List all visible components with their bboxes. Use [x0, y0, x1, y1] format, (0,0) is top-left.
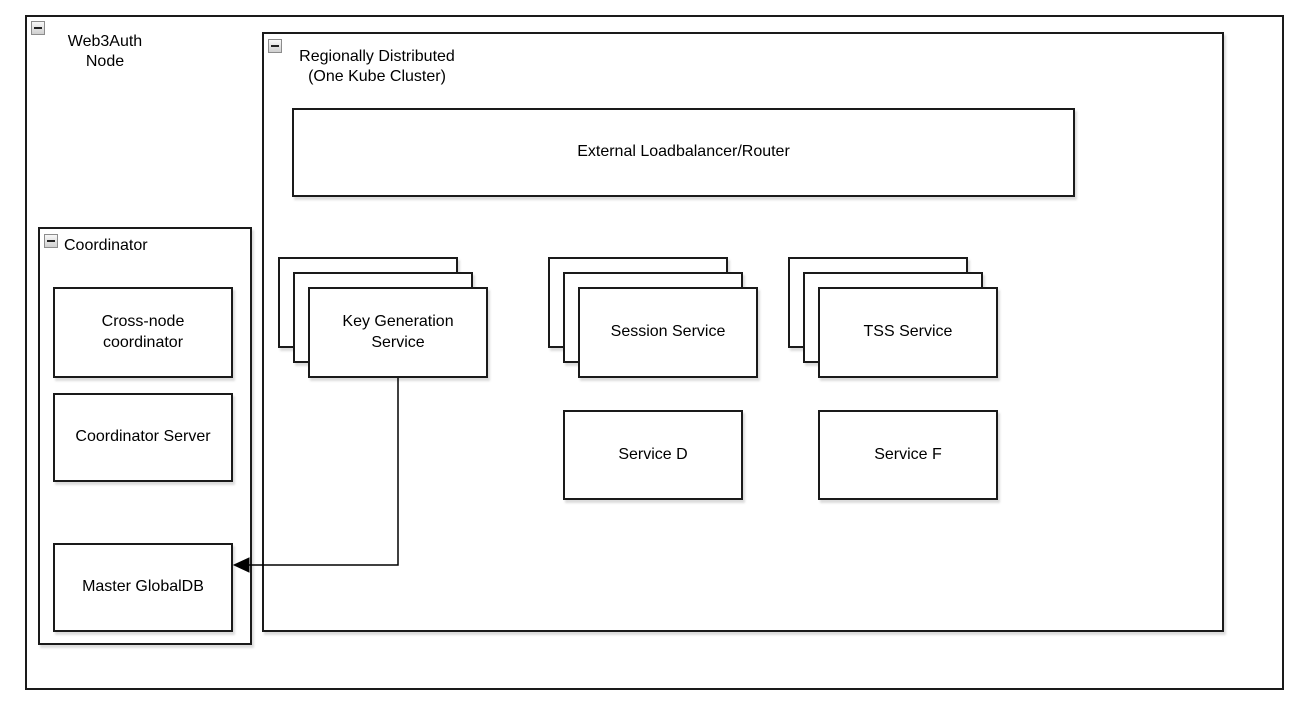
minus-glyph — [47, 240, 55, 242]
minus-icon[interactable] — [44, 234, 58, 248]
master-globaldb-box: Master GlobalDB — [53, 543, 233, 632]
minus-glyph — [34, 27, 42, 29]
service-d-box: Service D — [563, 410, 743, 500]
service-f-box: Service F — [818, 410, 998, 500]
tss-service-box: TSS Service — [818, 287, 998, 378]
web3auth-node-label: Web3Auth Node — [67, 33, 143, 70]
minus-glyph — [271, 45, 279, 47]
regionally-distributed-label: Regionally Distributed (One Kube Cluster… — [299, 48, 455, 85]
coordinator-label: Coordinator — [64, 237, 148, 254]
minus-icon[interactable] — [268, 39, 282, 53]
key-generation-service-box: Key Generation Service — [308, 287, 488, 378]
cross-node-coordinator-box: Cross-node coordinator — [53, 287, 233, 378]
minus-icon[interactable] — [31, 21, 45, 35]
coordinator-server-box: Coordinator Server — [53, 393, 233, 482]
session-service-box: Session Service — [578, 287, 758, 378]
external-loadbalancer-label: External Loadbalancer/Router — [577, 143, 790, 161]
external-loadbalancer-box: External Loadbalancer/Router — [292, 108, 1075, 197]
